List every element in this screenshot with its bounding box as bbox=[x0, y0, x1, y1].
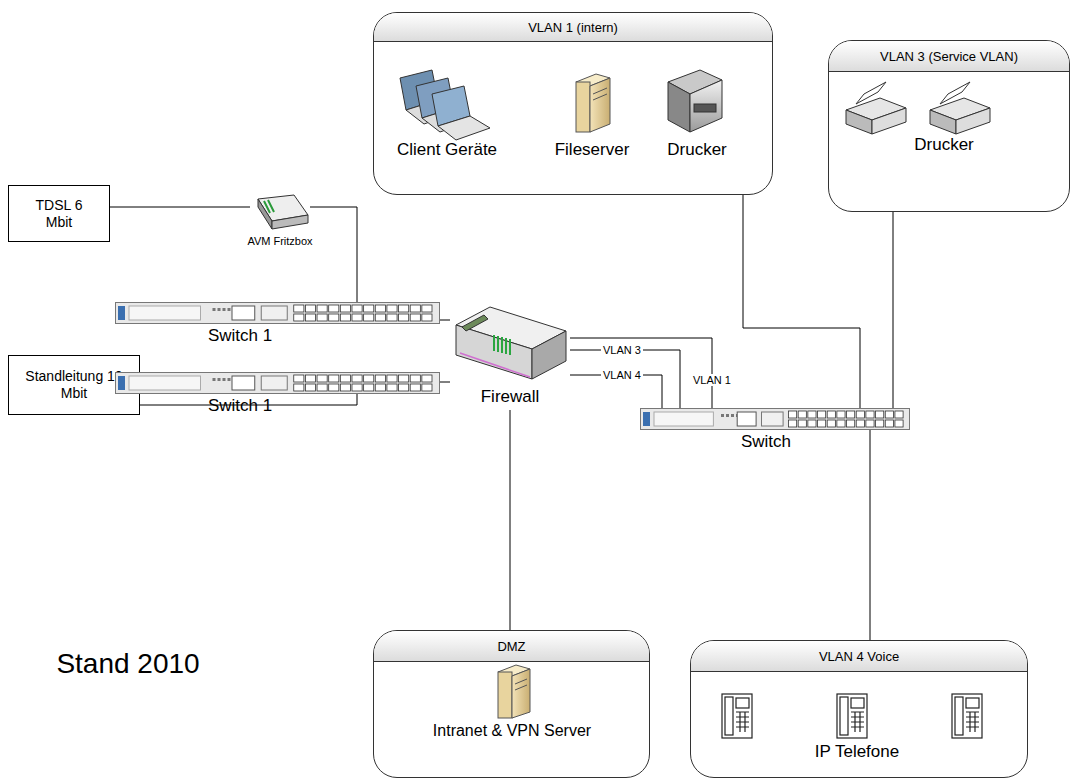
network-link bbox=[110, 207, 250, 208]
switch-icon: Switch 1 bbox=[115, 372, 440, 394]
router-icon: AVM Fritzbox bbox=[250, 193, 310, 231]
device-label: Switch bbox=[741, 432, 791, 452]
zone-title: VLAN 1 (intern) bbox=[528, 20, 618, 35]
fileserver-icon bbox=[576, 74, 610, 132]
link-label: VLAN 1 bbox=[691, 374, 733, 386]
network-link bbox=[570, 350, 680, 408]
switch-icon: Switch bbox=[640, 408, 910, 430]
line-label: Standleitung 10 Mbit bbox=[24, 368, 124, 402]
status-note: Stand 2010 bbox=[56, 648, 199, 680]
device-label: Firewall bbox=[450, 387, 570, 407]
device-label: IP Telefone bbox=[815, 742, 899, 762]
printer-icon bbox=[668, 70, 722, 132]
link-label: VLAN 3 bbox=[601, 344, 643, 356]
zone-title: DMZ bbox=[497, 639, 525, 654]
link-label: VLAN 4 bbox=[601, 369, 643, 381]
device-label: Client Geräte bbox=[397, 140, 497, 160]
network-zone: DMZ bbox=[373, 630, 650, 778]
network-link bbox=[743, 195, 860, 408]
device-label: Drucker bbox=[914, 135, 974, 155]
zone-header: VLAN 3 (Service VLAN) bbox=[829, 41, 1069, 72]
zone-header: VLAN 1 (intern) bbox=[374, 13, 772, 42]
device-label: Fileserver bbox=[555, 140, 630, 160]
network-link bbox=[510, 410, 511, 630]
network-link bbox=[870, 430, 871, 640]
ip-phone-icons bbox=[722, 694, 982, 738]
network-zone: VLAN 3 (Service VLAN) bbox=[828, 40, 1070, 212]
zone-title: VLAN 4 Voice bbox=[819, 649, 899, 664]
zone-header: DMZ bbox=[374, 631, 649, 662]
server-icon bbox=[498, 665, 530, 718]
device-label: AVM Fritzbox bbox=[247, 235, 312, 247]
network-link bbox=[893, 212, 894, 408]
line-box: TDSL 6 Mbit bbox=[8, 185, 110, 242]
firewall-icon: Firewall bbox=[450, 305, 570, 410]
device-label: Drucker bbox=[667, 140, 727, 160]
device-label: Switch 1 bbox=[208, 396, 272, 416]
laptop-icons bbox=[400, 70, 490, 140]
printer-icons bbox=[846, 82, 990, 134]
network-zone: VLAN 1 (intern) bbox=[373, 12, 773, 195]
zone-title: VLAN 3 (Service VLAN) bbox=[880, 49, 1018, 64]
switch-icon: Switch 1 bbox=[115, 302, 440, 324]
network-link bbox=[440, 320, 450, 321]
device-label: Switch 1 bbox=[208, 326, 272, 346]
line-label: TDSL 6 Mbit bbox=[34, 197, 84, 231]
network-link bbox=[440, 382, 450, 383]
network-link bbox=[310, 207, 357, 302]
device-label: Intranet & VPN Server bbox=[433, 722, 591, 740]
network-link bbox=[570, 338, 712, 408]
zone-header: VLAN 4 Voice bbox=[691, 641, 1027, 672]
